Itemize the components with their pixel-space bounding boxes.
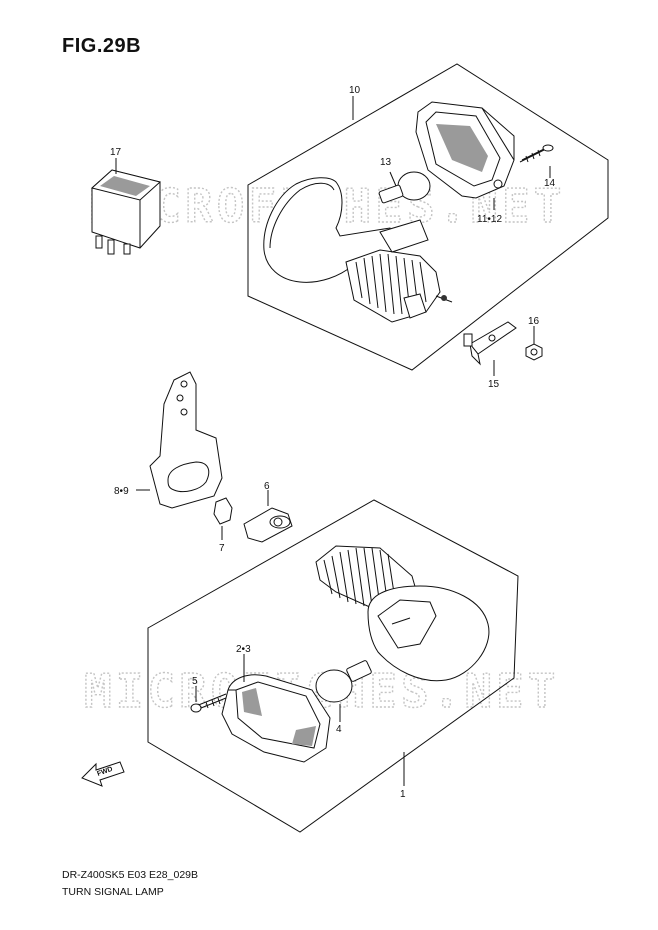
callout-11-12: 11•12 xyxy=(477,214,502,225)
callout-17: 17 xyxy=(110,147,122,158)
part-5-screw xyxy=(190,693,227,713)
part-7-nut xyxy=(213,497,233,525)
callout-14: 14 xyxy=(544,178,556,189)
callout-10: 10 xyxy=(349,85,361,96)
callout-6: 6 xyxy=(264,481,270,492)
part-4-bulb xyxy=(315,660,372,703)
callout-7: 7 xyxy=(219,543,225,554)
callout-2-3: 2•3 xyxy=(236,644,251,655)
callout-13: 13 xyxy=(380,157,392,168)
diagram-caption: TURN SIGNAL LAMP xyxy=(62,886,164,898)
part-15-plate xyxy=(463,321,517,366)
part-10-lamp-housing xyxy=(263,177,453,323)
part-8-9-bracket xyxy=(149,371,223,509)
figure-title: FIG.29B xyxy=(62,35,141,57)
part-16-nut xyxy=(525,343,543,361)
part-1-lamp-housing xyxy=(315,545,490,682)
part-14-screw xyxy=(519,144,554,163)
callout-15: 15 xyxy=(488,379,500,390)
model-code: DR-Z400SK5 E03 E28_029B xyxy=(62,869,198,881)
lower-assembly-box xyxy=(147,499,519,833)
part-17-relay xyxy=(90,169,162,255)
callout-8-9: 8•9 xyxy=(114,486,129,497)
part-2-3-lens xyxy=(221,674,331,763)
part-6-grommet xyxy=(243,507,293,543)
fwd-arrow: FWD xyxy=(81,761,125,787)
part-11-12-lens xyxy=(415,101,515,199)
callout-16: 16 xyxy=(528,316,540,327)
callout-5: 5 xyxy=(192,676,198,687)
callout-1: 1 xyxy=(400,789,406,800)
upper-assembly-box xyxy=(247,63,609,371)
leader-lines xyxy=(115,96,551,786)
callout-4: 4 xyxy=(336,724,342,735)
part-13-bulb xyxy=(378,171,431,204)
